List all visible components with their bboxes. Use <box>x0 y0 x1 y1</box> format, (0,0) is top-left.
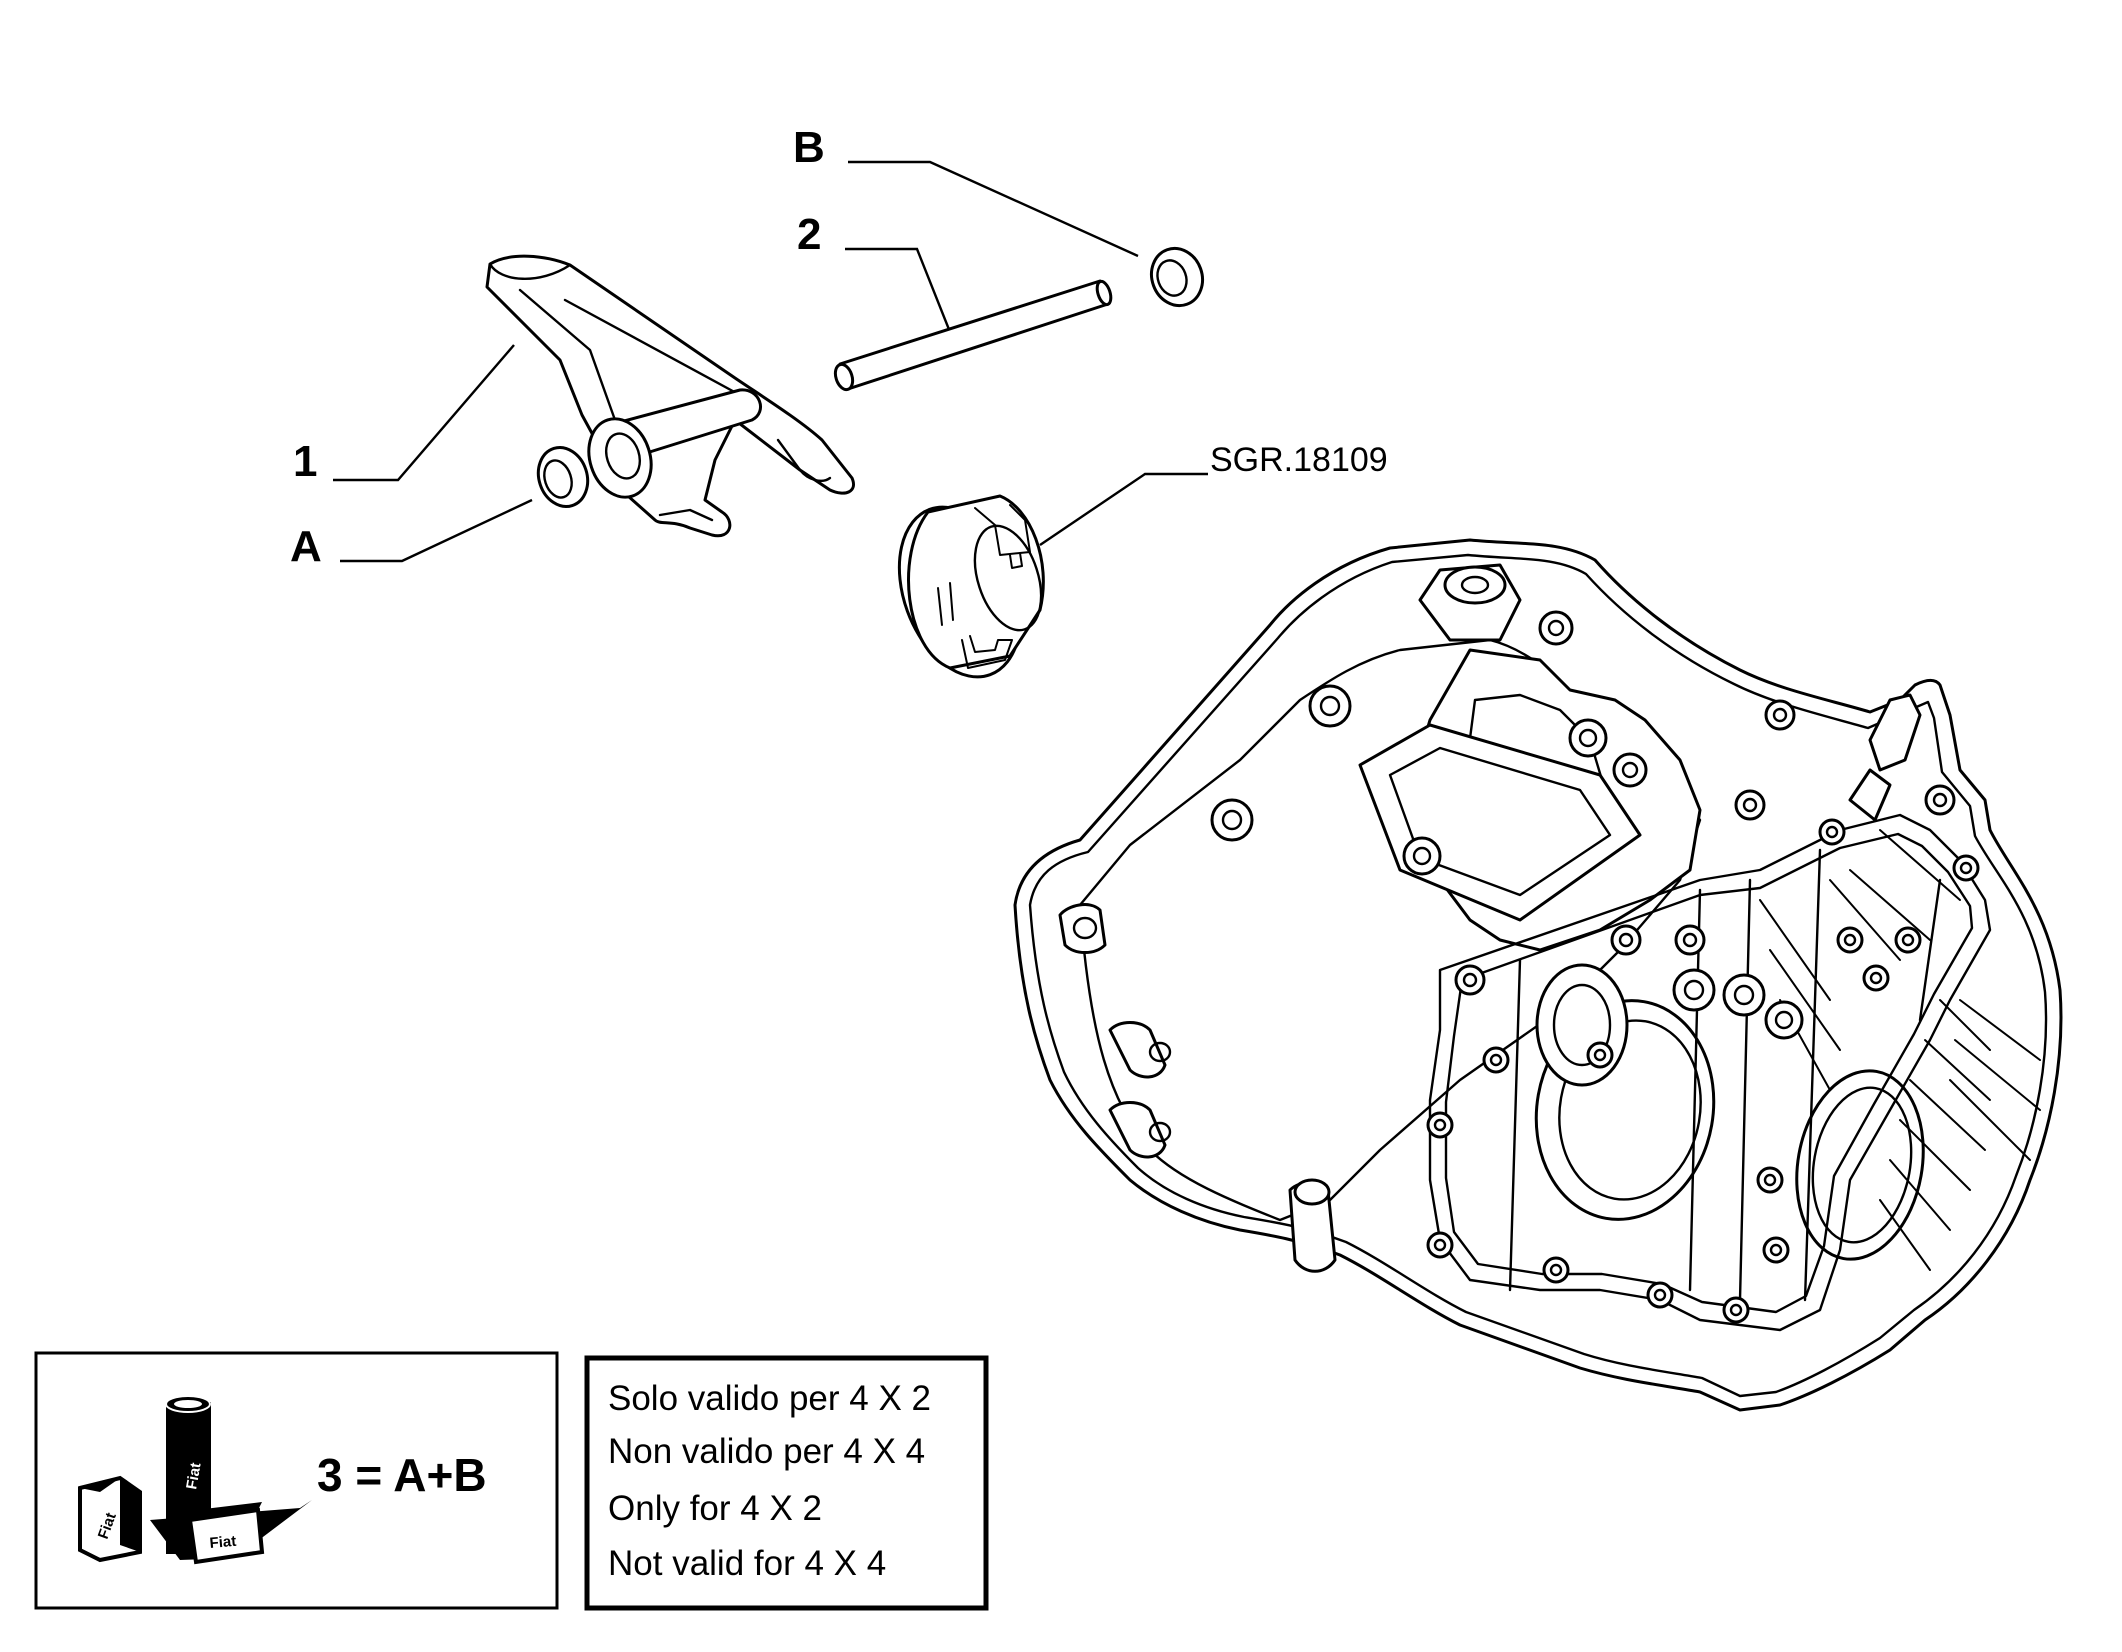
release-bearing <box>897 494 1045 679</box>
callout-2: 2 <box>797 210 952 333</box>
callout-1: 1 <box>293 344 515 486</box>
gearbox-housing <box>1013 538 2063 1412</box>
callout-2-leader <box>845 247 952 333</box>
callout-a-label: A <box>290 522 322 571</box>
callout-a: A <box>290 498 533 571</box>
bearing-code-label: SGR.18109 <box>1210 441 1388 479</box>
kit-formula: 3 = A+B <box>317 1449 487 1501</box>
callout-b-label: B <box>793 123 825 172</box>
callout-1-label: 1 <box>293 437 317 486</box>
callout-b-leader <box>848 160 1139 258</box>
validity-line-2: Non valido per 4 X 4 <box>608 1432 925 1471</box>
validity-line-3: Only for 4 X 2 <box>608 1489 822 1528</box>
bush-a <box>536 446 590 508</box>
validity-line-1: Solo valido per 4 X 2 <box>608 1379 931 1418</box>
callout-1-leader <box>333 344 515 482</box>
bearing-code-leader <box>1039 472 1208 546</box>
validity-note-frame <box>584 1355 989 1611</box>
release-fork-1 <box>485 254 855 538</box>
bolt-holes <box>1210 610 1980 1324</box>
callout-a-leader <box>340 498 533 563</box>
callout-b: B <box>793 123 1139 258</box>
bush-b <box>1149 246 1205 308</box>
shaft-2 <box>833 279 1113 392</box>
kit-brand-label-2: Fiat <box>183 1461 204 1490</box>
callout-bearing: SGR.18109 <box>1039 441 1388 546</box>
validity-line-4: Not valid for 4 X 4 <box>608 1544 886 1583</box>
callout-2-label: 2 <box>797 210 821 259</box>
validity-note: Solo valido per 4 X 2 Non valido per 4 X… <box>584 1355 989 1611</box>
fiat-kit-icon: Fiat Fiat Fiat <box>78 1395 312 1565</box>
kit-box: Fiat Fiat Fiat 3 = A+B <box>34 1351 559 1610</box>
kit-brand-label-3: Fiat <box>209 1533 237 1552</box>
